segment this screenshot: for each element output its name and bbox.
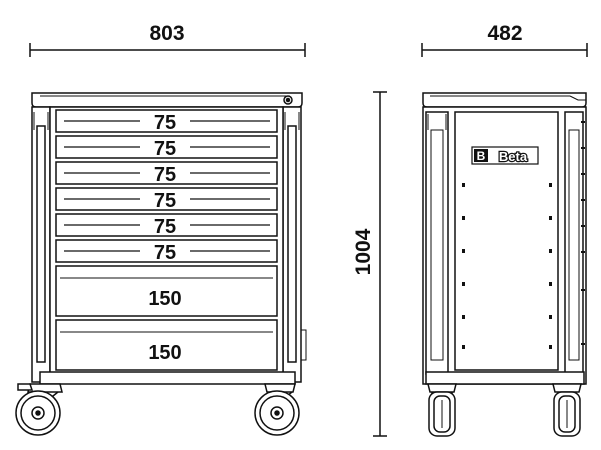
side-right-caster xyxy=(552,383,582,437)
height-label: 1004 xyxy=(352,228,375,275)
beta-b-mark-icon: B xyxy=(477,149,486,163)
drawer-label: 75 xyxy=(154,164,176,186)
brake-pedal-icon xyxy=(17,383,34,391)
panel-holes xyxy=(462,183,552,349)
front-left-panel xyxy=(31,106,51,383)
front-left-handle xyxy=(36,125,46,363)
lock-icon xyxy=(283,95,293,105)
drawer-label: 75 xyxy=(154,190,176,212)
front-left-caster xyxy=(15,383,63,436)
height-dimension: 1004 xyxy=(352,91,387,437)
drawer[interactable]: 150 xyxy=(55,319,278,371)
drawer[interactable]: 75 xyxy=(55,187,278,212)
front-base xyxy=(39,371,296,385)
width-dimension: 803 xyxy=(29,22,306,57)
drawer-label: 75 xyxy=(154,112,176,134)
drawer[interactable]: 75 xyxy=(55,135,278,160)
drawer[interactable]: 75 xyxy=(55,239,278,264)
depth-label: 482 xyxy=(487,22,522,45)
drawer[interactable]: 75 xyxy=(55,161,278,186)
drawer[interactable]: 150 xyxy=(55,265,278,317)
drawer[interactable]: 75 xyxy=(55,213,278,238)
depth-dimension: 482 xyxy=(421,22,588,57)
front-right-panel xyxy=(282,106,302,383)
drawer[interactable]: 75 xyxy=(55,109,278,134)
brand-name: Beta xyxy=(499,149,528,164)
side-left-caster xyxy=(427,383,457,437)
drawer-label: 75 xyxy=(154,242,176,264)
front-top-cover xyxy=(31,92,303,108)
drawer-label: 150 xyxy=(148,342,181,364)
drawer-label: 75 xyxy=(154,138,176,160)
beta-logo: B Beta xyxy=(471,146,539,165)
side-base xyxy=(425,371,585,385)
drawer-label: 75 xyxy=(154,216,176,238)
side-handle-left xyxy=(425,111,449,375)
side-latch xyxy=(300,329,307,361)
drawer-stack: 75 75 75 75 75 xyxy=(55,109,278,371)
width-label: 803 xyxy=(149,22,184,45)
side-view xyxy=(422,92,587,385)
front-right-handle xyxy=(287,125,297,363)
side-handle-right xyxy=(564,111,584,375)
side-top-cover xyxy=(422,92,587,108)
drawer-slide-marks xyxy=(581,121,585,345)
drawer-label: 150 xyxy=(148,288,181,310)
front-right-caster xyxy=(254,383,300,436)
